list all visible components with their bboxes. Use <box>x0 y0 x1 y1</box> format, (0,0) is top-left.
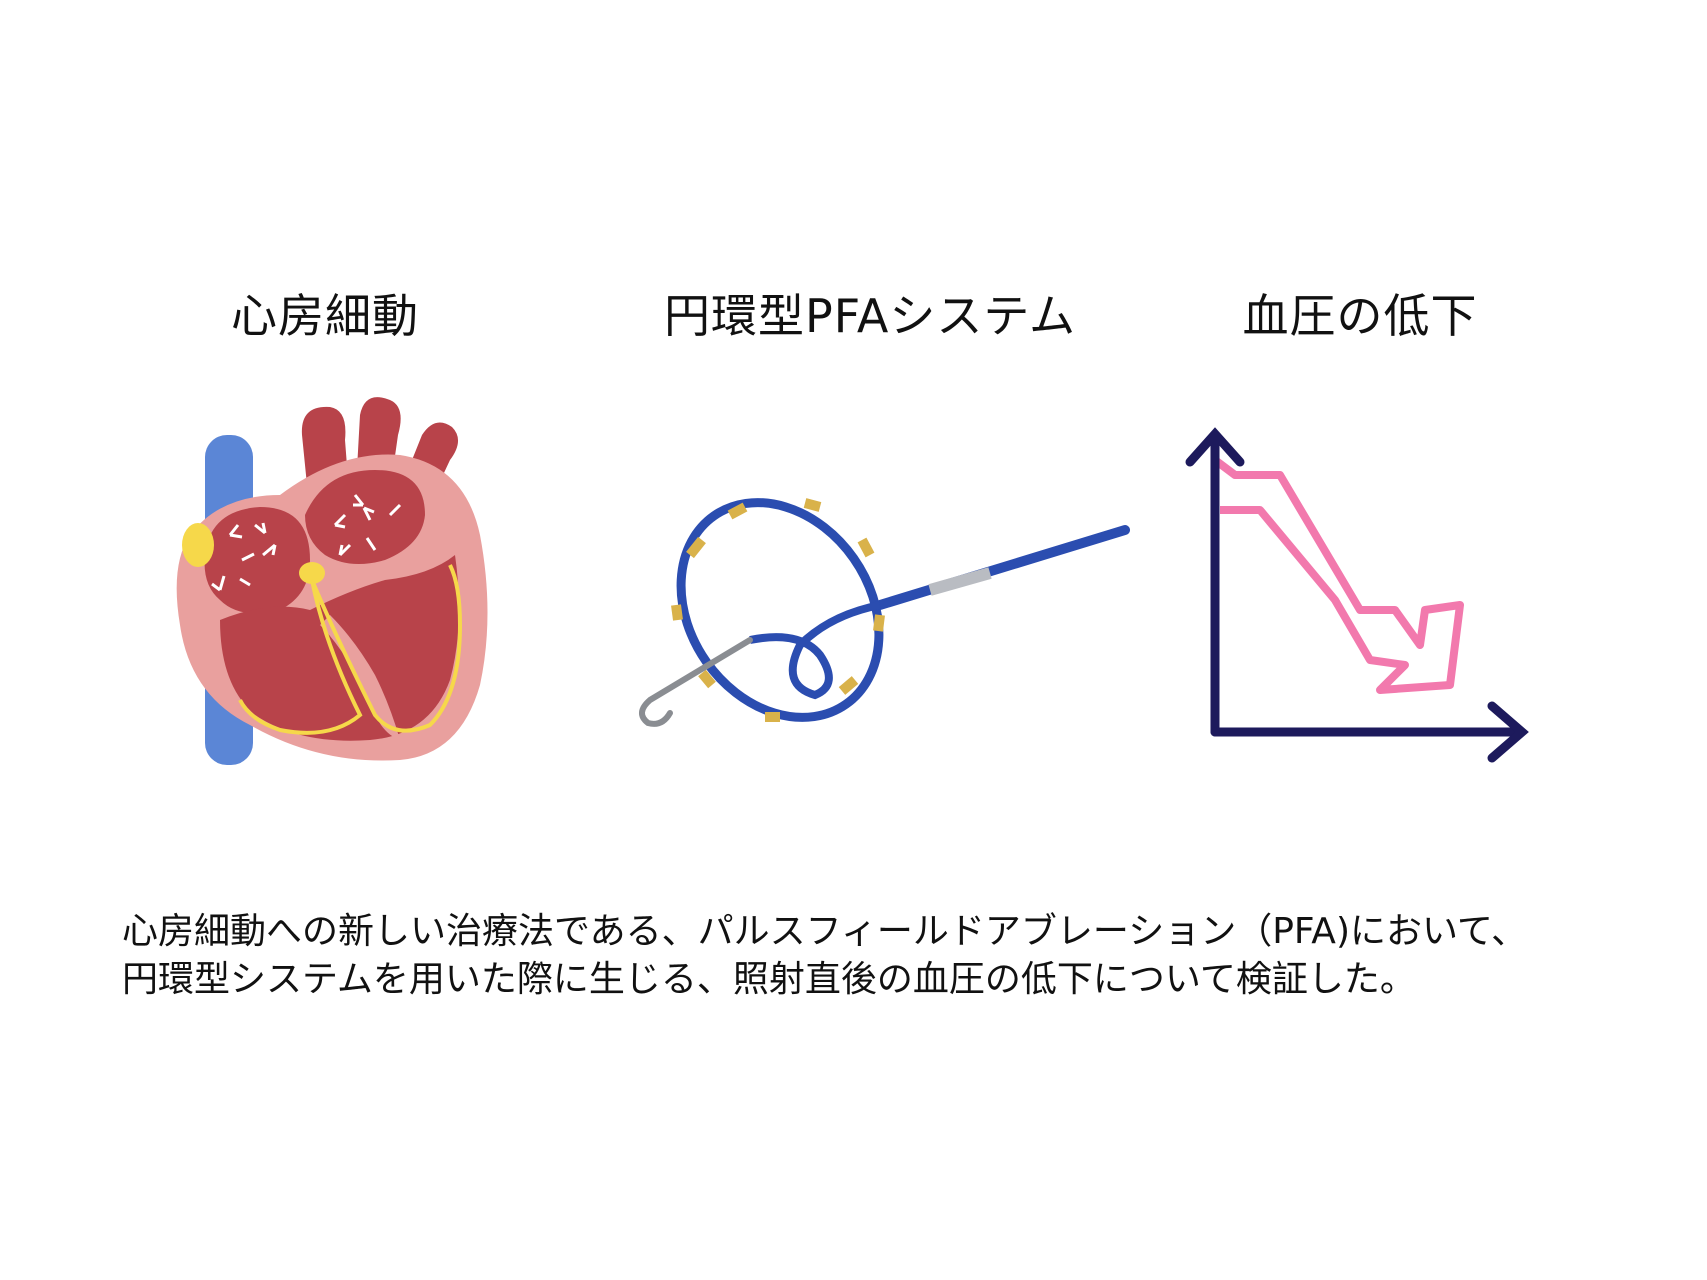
caption-line-2: 円環型システムを用いた際に生じる、照射直後の血圧の低下について検証した。 <box>122 959 1416 1000</box>
caption: 心房細動への新しい治療法である、パルスフィールドアブレーション（PFA)において… <box>122 908 1622 1004</box>
title-bp-drop: 血圧の低下 <box>1242 289 1478 343</box>
bp-drop-chart-icon <box>1185 427 1529 763</box>
pfa-catheter-illustration <box>639 498 1130 727</box>
caption-line-1: 心房細動への新しい治療法である、パルスフィールドアブレーション（PFA)において… <box>122 911 1528 952</box>
title-circular-pfa-system: 円環型PFAシステム <box>663 289 1077 343</box>
title-atrial-fibrillation: 心房細動 <box>231 289 419 343</box>
heart-illustration <box>176 397 488 765</box>
